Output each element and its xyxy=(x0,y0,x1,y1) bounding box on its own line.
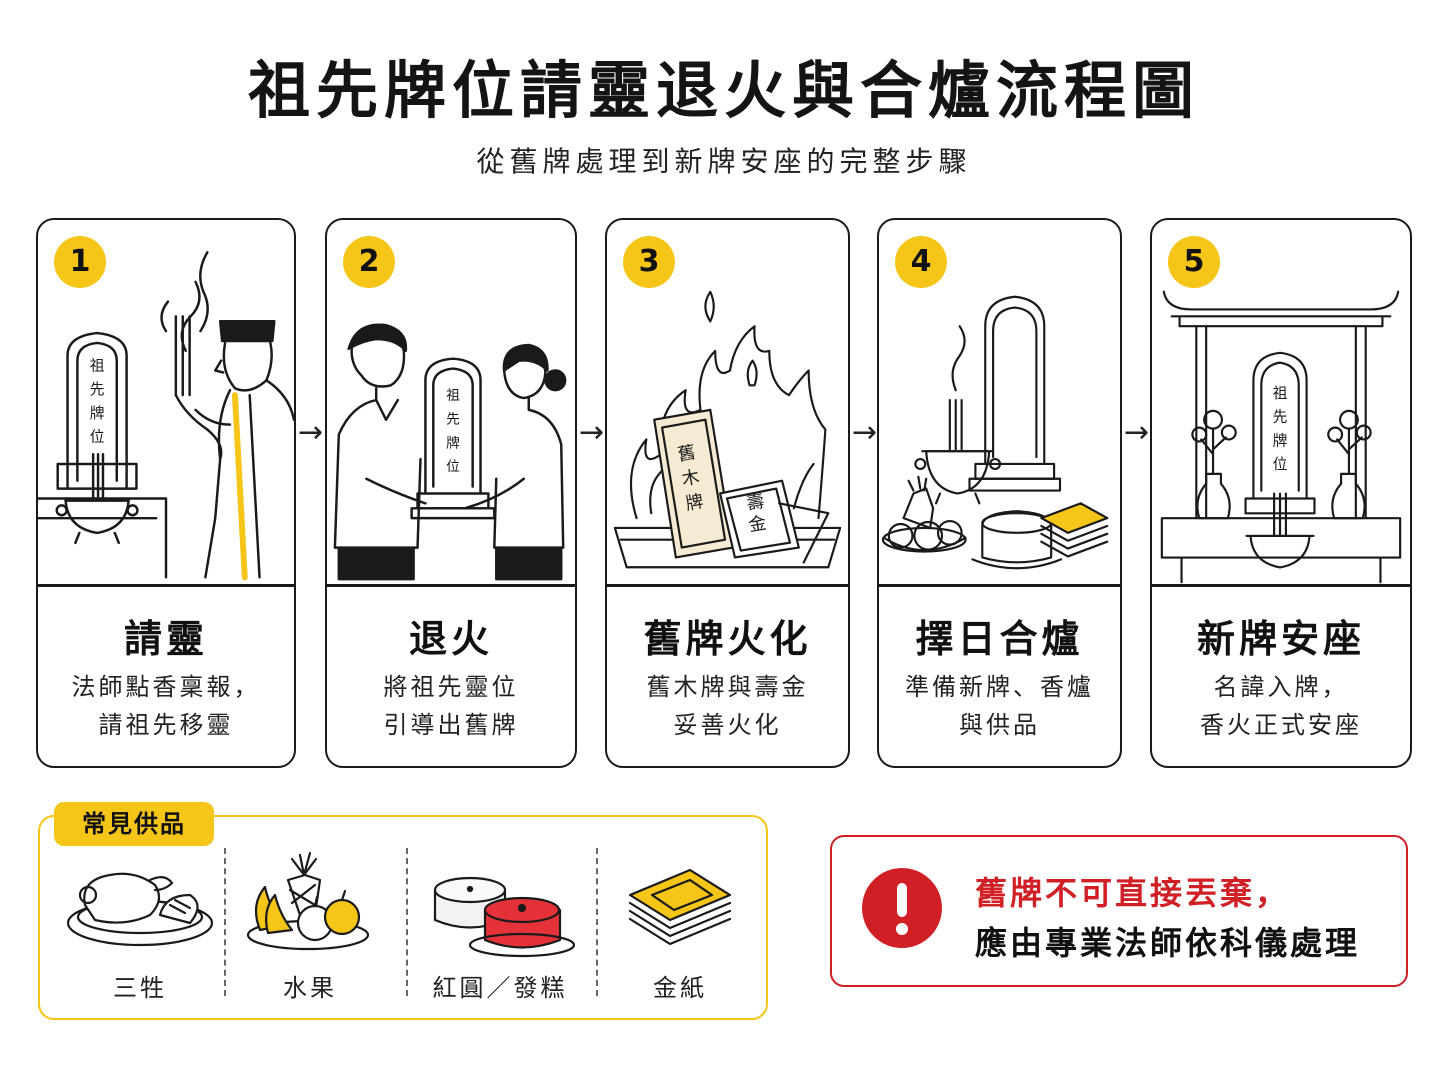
step-title-4: 擇日合爐 xyxy=(915,617,1084,661)
tablet-text: 祖 先 牌 位 xyxy=(90,358,105,446)
offering-label: 紅圓／發糕 xyxy=(432,974,568,1002)
step-desc-4: 準備新牌、香爐與供品 xyxy=(905,673,1094,739)
svg-text:位: 位 xyxy=(1273,456,1288,473)
tablet-text: 祖 先 牌 位 xyxy=(1273,385,1288,473)
card-divider xyxy=(38,584,294,587)
svg-text:位: 位 xyxy=(90,428,105,445)
step-number-1: 1 xyxy=(54,236,106,288)
card-divider xyxy=(879,584,1120,587)
offering-divider xyxy=(406,848,408,996)
flow-arrow-2: → xyxy=(579,415,605,450)
offering-label: 水果 xyxy=(283,974,337,1002)
svg-text:先: 先 xyxy=(446,412,460,428)
joss-paper-text: 壽 金 xyxy=(745,491,768,536)
step-card-5: 祖 先 牌 位 5 新牌安座 名諱入牌，香火正式安座 xyxy=(1150,218,1412,768)
step-card-3: 舊 木 牌 壽 金 3 舊牌火化 舊木牌與壽金妥善火化 xyxy=(605,218,850,768)
offerings-label: 常見供品 xyxy=(54,802,214,846)
step-desc-5: 名諱入牌，香火正式安座 xyxy=(1200,673,1362,739)
step-title-3: 舊牌火化 xyxy=(643,617,812,661)
step-number-5: 5 xyxy=(1168,236,1220,288)
svg-text:祖: 祖 xyxy=(90,358,105,375)
offering-fruit: 水果 xyxy=(220,845,400,1015)
three-meats-icon xyxy=(66,872,214,947)
svg-text:祖: 祖 xyxy=(1273,385,1288,402)
offerings-panel xyxy=(38,815,768,1020)
svg-text:位: 位 xyxy=(446,459,460,475)
step-desc-3: 舊木牌與壽金妥善火化 xyxy=(646,673,809,739)
card-divider xyxy=(1152,584,1410,587)
warning-panel xyxy=(830,835,1408,987)
svg-text:壽: 壽 xyxy=(745,491,766,515)
offering-joss-paper: 金紙 xyxy=(590,845,770,1015)
enshrine-illustration: 祖 先 牌 位 xyxy=(1160,290,1402,584)
svg-text:牌: 牌 xyxy=(446,434,460,451)
svg-text:牌: 牌 xyxy=(1273,432,1288,449)
step-title-2: 退火 xyxy=(408,617,493,661)
cremation-illustration: 舊 木 牌 壽 金 xyxy=(613,290,842,569)
svg-text:舊: 舊 xyxy=(676,442,697,466)
step-card-4: 4 擇日合爐 準備新牌、香爐與供品 xyxy=(877,218,1122,768)
flow-arrow-3: → xyxy=(852,415,878,450)
tablet-text: 祖 先 牌 位 xyxy=(446,388,460,475)
exclamation-icon xyxy=(862,868,942,948)
step-desc-2: 將祖先靈位引導出舊牌 xyxy=(383,673,519,739)
offering-cakes: 紅圓／發糕 xyxy=(410,845,590,1015)
step-card-2: 祖 先 牌 位 2 退火 將祖先靈位引導出舊牌 xyxy=(325,218,577,768)
warning-text-2: 應由專業法師依科儀處理 xyxy=(975,924,1361,962)
offering-divider xyxy=(596,848,598,996)
svg-text:牌: 牌 xyxy=(90,405,105,422)
invite-spirit-illustration: 祖 先 牌 位 xyxy=(38,251,294,581)
flow-arrow-1: → xyxy=(298,415,324,450)
old-tablet-text: 舊 木 牌 xyxy=(676,442,705,515)
merge-burner-illustration xyxy=(881,295,1109,570)
joss-paper-icon xyxy=(628,868,732,946)
step-desc-1: 法師點香稟報，請祖先移靈 xyxy=(71,673,261,739)
step-card-1: 祖 先 牌 位 1 請靈 法師點香稟報，請祖先移靈 xyxy=(36,218,296,768)
svg-text:先: 先 xyxy=(90,381,105,398)
page-title: 祖先牌位請靈退火與合爐流程圖 xyxy=(247,54,1200,127)
step-title-5: 新牌安座 xyxy=(1196,617,1365,661)
cake-icon xyxy=(433,876,576,958)
step-title-1: 請靈 xyxy=(123,617,208,661)
fruit-icon xyxy=(246,851,370,951)
page-subtitle: 從舊牌處理到新牌安座的完整步驟 xyxy=(476,145,972,178)
card-divider xyxy=(607,584,848,587)
warning-text-1: 舊牌不可直接丟棄， xyxy=(975,874,1291,912)
step-number-4: 4 xyxy=(895,236,947,288)
svg-text:木: 木 xyxy=(680,466,701,490)
step-number-2: 2 xyxy=(343,236,395,288)
retreat-fire-illustration: 祖 先 牌 位 xyxy=(333,323,567,581)
svg-text:金: 金 xyxy=(747,513,768,537)
svg-text:祖: 祖 xyxy=(446,388,460,404)
offering-label: 三牲 xyxy=(113,974,167,1002)
flow-arrow-4: → xyxy=(1124,415,1150,450)
offering-divider xyxy=(224,848,226,996)
step-number-3: 3 xyxy=(623,236,675,288)
offering-three-meats: 三牲 xyxy=(50,845,230,1015)
offering-label: 金紙 xyxy=(653,974,707,1002)
svg-text:先: 先 xyxy=(1273,409,1288,426)
svg-text:牌: 牌 xyxy=(684,491,705,515)
card-divider xyxy=(327,584,575,587)
